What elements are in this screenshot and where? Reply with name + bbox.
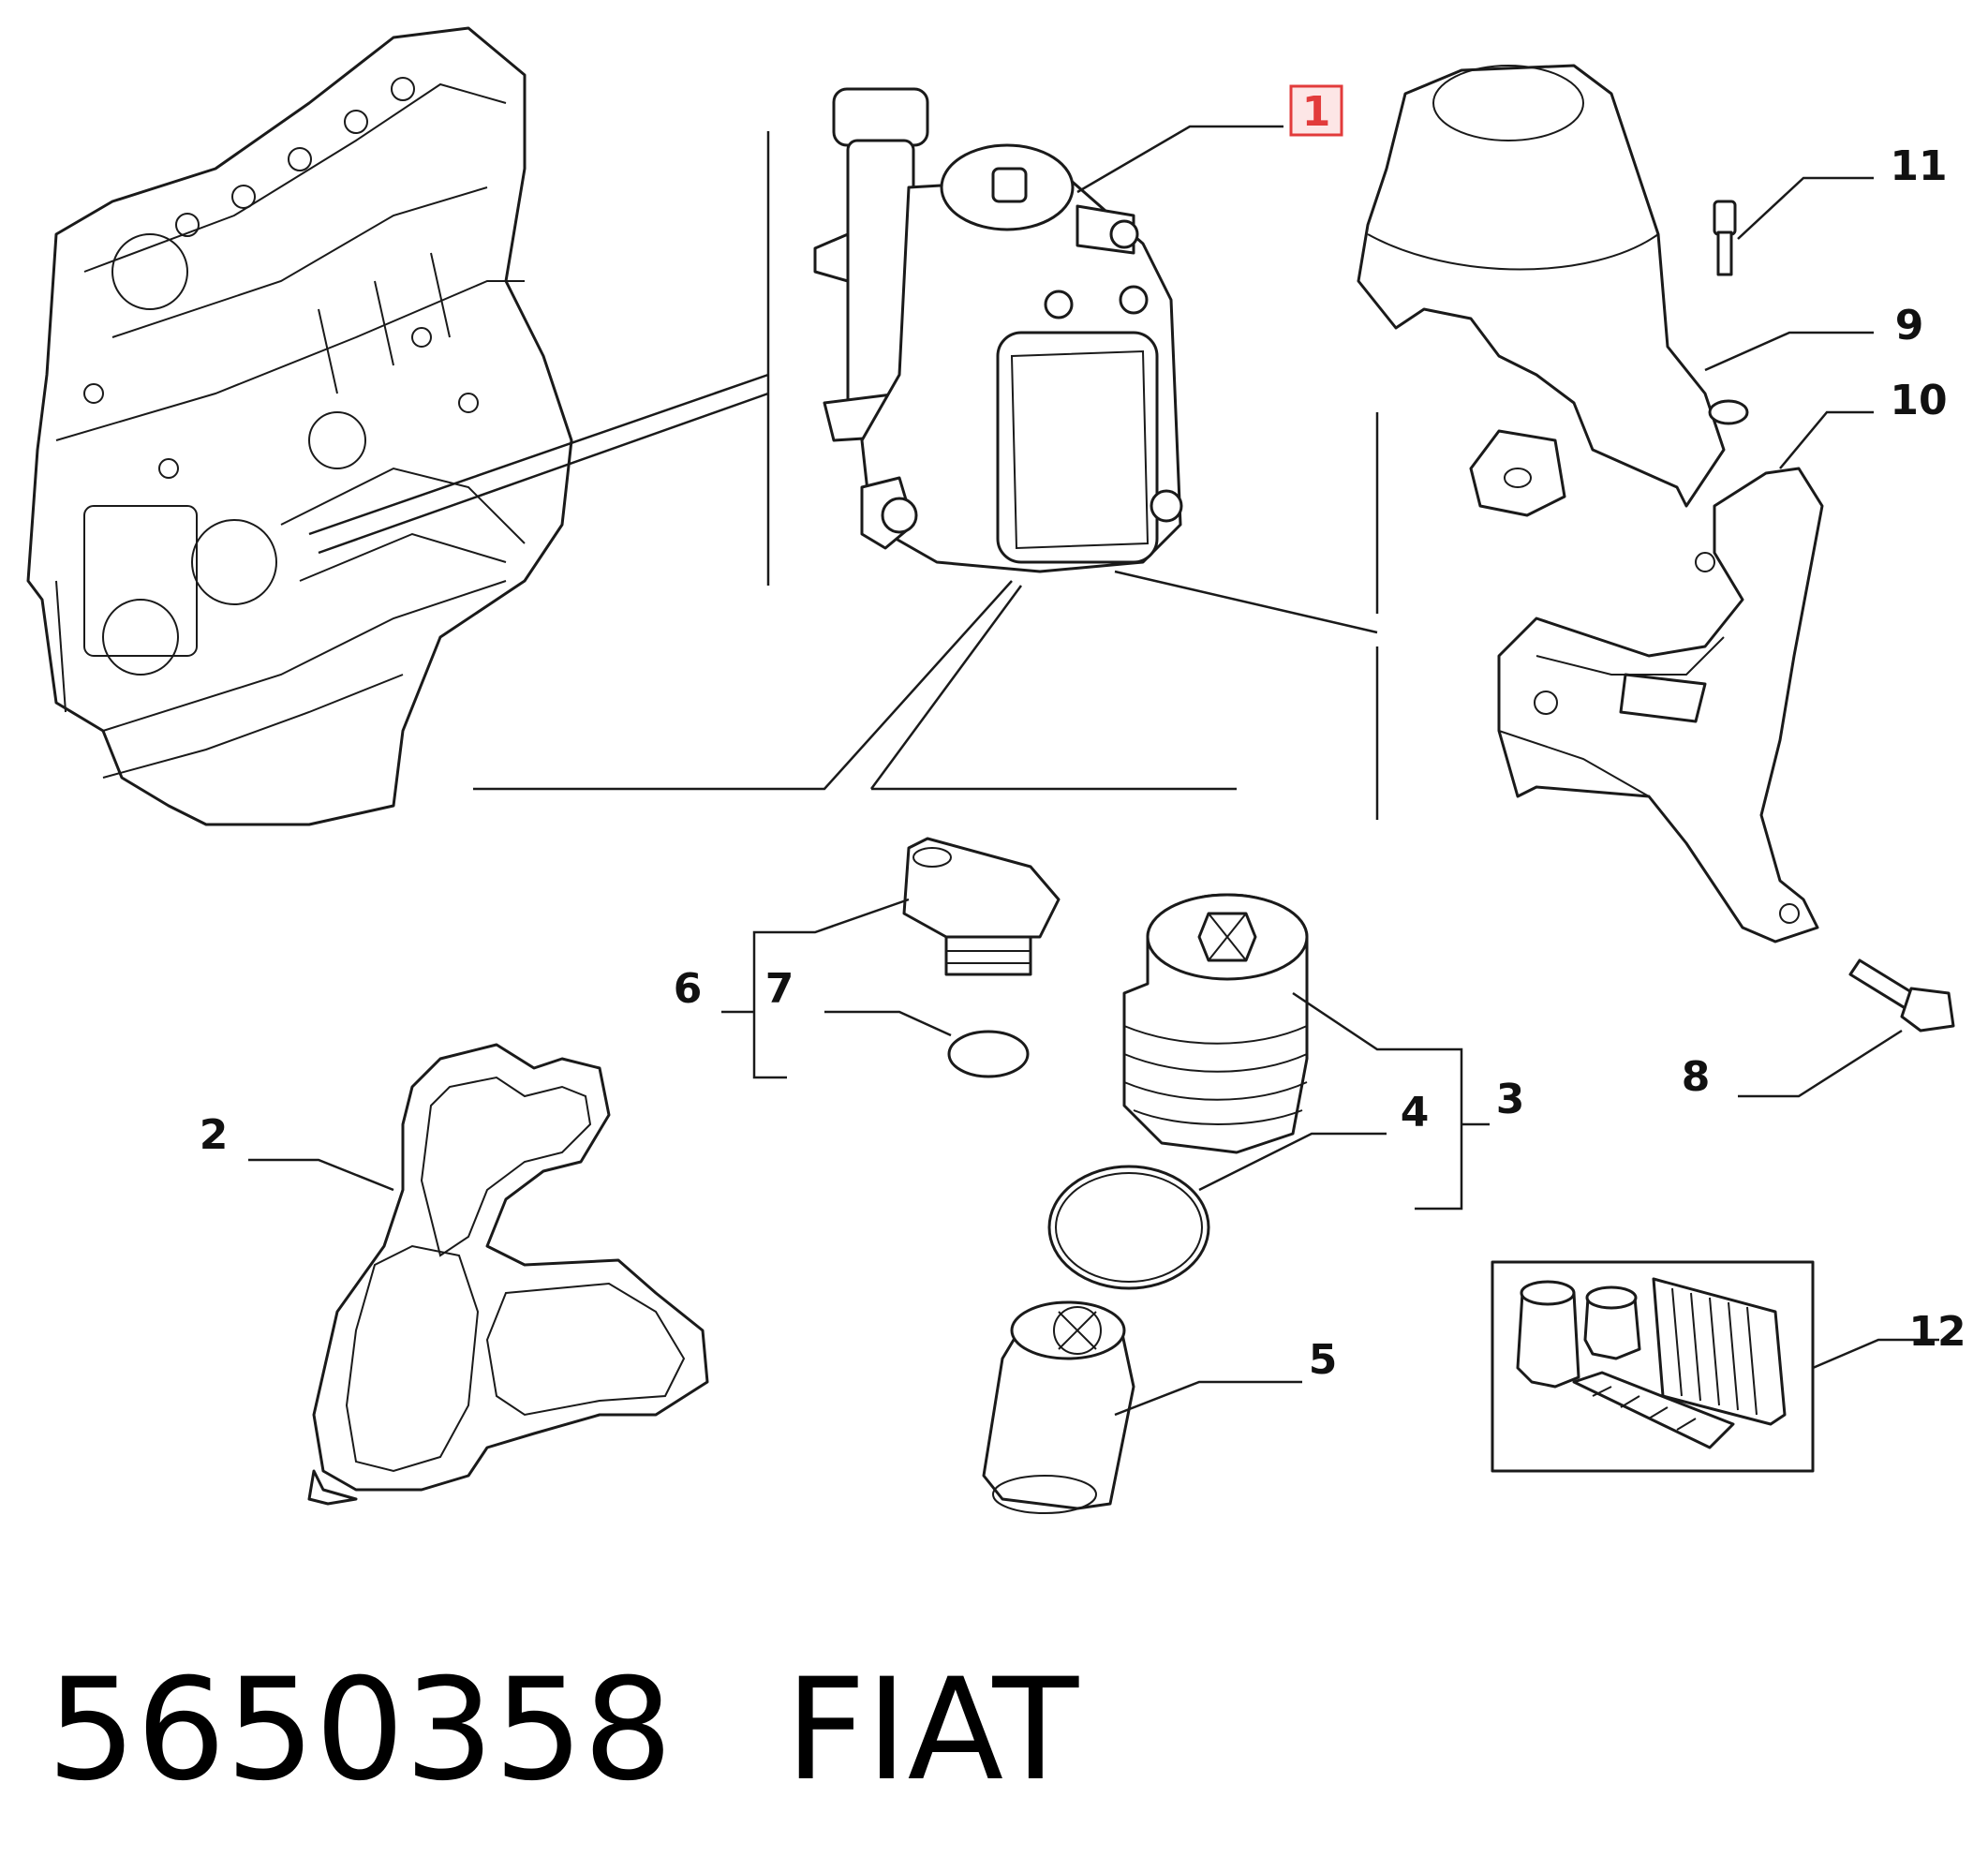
screw-part-11 [1713, 200, 1737, 276]
o-ring-small [947, 1030, 1030, 1078]
callout-8-label[interactable]: 8 [1682, 1053, 1711, 1101]
callout-9-label[interactable]: 9 [1895, 302, 1924, 349]
bolt-part-8 [1848, 958, 1955, 1032]
callout-1[interactable]: 1 [1289, 84, 1343, 137]
kit-air-filter [1652, 1277, 1787, 1426]
callout-1-highlight [1289, 84, 1343, 137]
callout-5-label[interactable]: 5 [1309, 1336, 1338, 1384]
callout-10-label[interactable]: 10 [1890, 377, 1947, 424]
o-ring-large [1047, 1165, 1210, 1290]
callout-7-label[interactable]: 7 [765, 965, 794, 1013]
part-number: 5650358 [47, 1649, 674, 1812]
part-number-title: 5650358 FIAT [47, 1649, 1191, 1812]
heat-shield [1357, 64, 1749, 517]
brand-name: FIAT [785, 1649, 1079, 1812]
callout-6-label[interactable]: 6 [674, 965, 703, 1013]
callout-12-label[interactable]: 12 [1908, 1308, 1966, 1356]
bracket [1497, 467, 1824, 943]
oil-filter-cartridge [1122, 893, 1309, 1154]
spin-on-oil-filter [982, 1300, 1135, 1514]
service-kit-box [1491, 1260, 1815, 1473]
kit-cabin-filter [1572, 1371, 1735, 1449]
kit-filter-b [1583, 1285, 1641, 1360]
callout-2-label[interactable]: 2 [200, 1111, 229, 1159]
callout-4-label[interactable]: 4 [1401, 1089, 1430, 1136]
callout-3-label[interactable]: 3 [1496, 1076, 1525, 1123]
oil-filter-housing-module [813, 87, 1183, 573]
oil-filler-cap [902, 837, 1061, 976]
gasket [307, 1043, 709, 1506]
callout-1-label: 1 [1302, 88, 1331, 136]
callout-11-label[interactable]: 11 [1890, 142, 1947, 190]
kit-filter-a [1516, 1280, 1580, 1389]
engine-block [26, 26, 573, 826]
